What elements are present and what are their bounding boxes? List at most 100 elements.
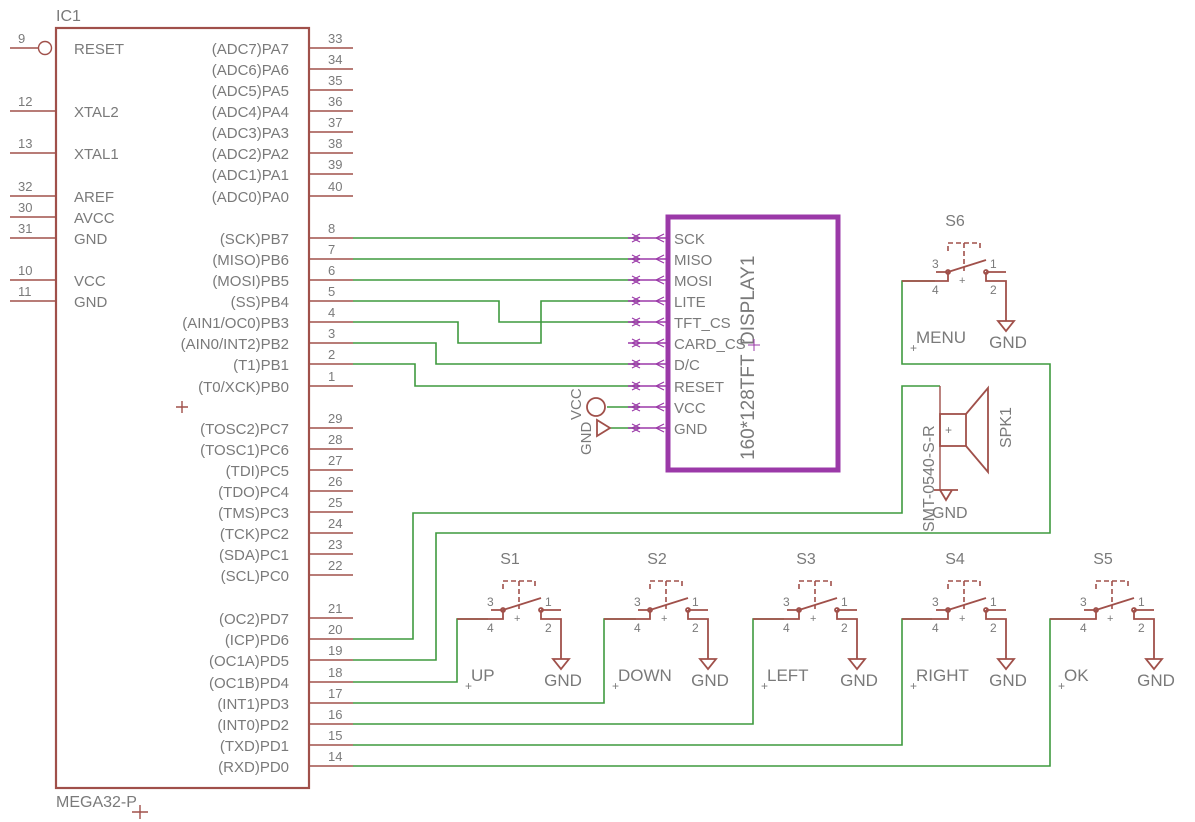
display-pin-arrow bbox=[631, 381, 665, 391]
pin-label: (TCK)PC2 bbox=[220, 526, 289, 543]
pin-label: XTAL2 bbox=[74, 104, 119, 121]
pin-number: 9 bbox=[18, 31, 25, 46]
origin-cross: + bbox=[612, 679, 619, 693]
switch-contact bbox=[798, 597, 838, 611]
gnd-symbol bbox=[934, 489, 958, 502]
display-pin-arrow bbox=[631, 317, 665, 327]
display-pin-arrow bbox=[631, 402, 665, 412]
switch-pin-number: 2 bbox=[545, 621, 552, 635]
net-wire bbox=[353, 618, 1080, 767]
pin-number: 23 bbox=[328, 537, 342, 552]
pin-label: (TOSC1)PC6 bbox=[200, 442, 289, 459]
pin-label: (SCL)PC0 bbox=[221, 568, 289, 585]
switch-contact bbox=[649, 597, 689, 611]
pin-number: 28 bbox=[328, 432, 342, 447]
pin-label: (ADC0)PA0 bbox=[212, 189, 289, 206]
pin-number: 24 bbox=[328, 516, 342, 531]
switch-contact bbox=[1095, 597, 1135, 611]
display-pin-arrow bbox=[631, 423, 665, 433]
pin-number: 26 bbox=[328, 474, 342, 489]
display-pin-label: SCK bbox=[674, 231, 705, 248]
switch-label: RIGHT bbox=[916, 666, 969, 685]
switch-pin-number: 4 bbox=[487, 621, 494, 635]
pin-label: (INT1)PD3 bbox=[217, 696, 289, 713]
pin-number: 39 bbox=[328, 157, 342, 172]
gnd-label: GND bbox=[840, 671, 878, 690]
pin-label: GND bbox=[74, 231, 108, 248]
pin-number: 6 bbox=[328, 263, 335, 278]
pin-label: (ICP)PD6 bbox=[225, 632, 289, 649]
switch-pin-number: 3 bbox=[932, 257, 939, 271]
switch-actuator bbox=[649, 580, 683, 609]
switch-pin-number: 4 bbox=[932, 621, 939, 635]
vcc-symbol bbox=[586, 397, 606, 417]
switch-reference: S3 bbox=[796, 551, 816, 568]
display-pin-arrow bbox=[631, 359, 665, 369]
pin-label: VCC bbox=[74, 273, 106, 290]
origin-cross: + bbox=[514, 613, 520, 625]
pin-label: (T1)PB1 bbox=[233, 357, 289, 374]
pin-label: (MOSI)PB5 bbox=[212, 273, 289, 290]
switch-pin-number: 1 bbox=[990, 257, 997, 271]
display-pin-label: RESET bbox=[674, 379, 724, 396]
switch-wiring bbox=[753, 610, 858, 659]
pin-number: 35 bbox=[328, 73, 342, 88]
origin-cross: + bbox=[910, 679, 917, 693]
switch-wiring bbox=[604, 610, 709, 659]
origin-cross bbox=[748, 339, 760, 351]
origin-cross: + bbox=[959, 275, 965, 287]
pin-label: (TMS)PC3 bbox=[218, 505, 289, 522]
pin-label: AVCC bbox=[74, 210, 115, 227]
display-pin-arrow bbox=[631, 338, 665, 348]
ic-reference: IC1 bbox=[56, 8, 81, 25]
pin-label: (TXD)PD1 bbox=[220, 738, 289, 755]
net-wire bbox=[353, 342, 640, 365]
ic-body bbox=[54, 26, 311, 790]
switch-label: OK bbox=[1064, 666, 1089, 685]
origin-cross: + bbox=[465, 679, 472, 693]
net-wire bbox=[353, 618, 636, 704]
pin-number: 27 bbox=[328, 453, 342, 468]
switch-pin-number: 2 bbox=[1138, 621, 1145, 635]
pin-label: AREF bbox=[74, 189, 114, 206]
display-pin-label: CARD_CS bbox=[674, 336, 746, 353]
gnd-symbol bbox=[698, 658, 718, 671]
pin-number: 38 bbox=[328, 136, 342, 151]
pin-label: XTAL1 bbox=[74, 146, 119, 163]
pin-number: 37 bbox=[328, 115, 342, 130]
display-reference: DISPLAY1 bbox=[738, 256, 759, 345]
switch-contact bbox=[947, 597, 987, 611]
pin-label: (ADC5)PA5 bbox=[212, 83, 289, 100]
switch-pin-number: 3 bbox=[487, 595, 494, 609]
pin-label: (ADC4)PA4 bbox=[212, 104, 289, 121]
switch-pin-number: 2 bbox=[990, 283, 997, 297]
pin-number: 5 bbox=[328, 284, 335, 299]
pin-number: 30 bbox=[18, 200, 32, 215]
pin-label: (ADC2)PA2 bbox=[212, 146, 289, 163]
gnd-label: GND bbox=[691, 671, 729, 690]
pin-number: 11 bbox=[18, 284, 32, 299]
microcontroller-ic1: IC1MEGA32-P9RESET12XTAL213XTAL132AREF30A… bbox=[10, 8, 353, 819]
origin-cross: + bbox=[761, 679, 768, 693]
pin-number: 17 bbox=[328, 686, 342, 701]
origin-cross: + bbox=[910, 341, 917, 355]
pin-number: 10 bbox=[18, 263, 32, 278]
display-name: 160*128TFT bbox=[738, 354, 759, 460]
switch-pin-number: 3 bbox=[1080, 595, 1087, 609]
pin-number: 15 bbox=[328, 728, 342, 743]
net-wire bbox=[353, 385, 940, 640]
switch-wiring bbox=[902, 272, 1007, 321]
switch-wiring bbox=[457, 610, 562, 659]
switch-pin-number: 3 bbox=[634, 595, 641, 609]
net-wire bbox=[353, 618, 488, 683]
pin-label: (AIN0/INT2)PB2 bbox=[181, 336, 289, 353]
switch-pin-number: 4 bbox=[932, 283, 939, 297]
switch-actuator bbox=[502, 580, 536, 609]
pin-label: (AIN1/OC0)PB3 bbox=[182, 315, 289, 332]
pin-number: 19 bbox=[328, 643, 342, 658]
